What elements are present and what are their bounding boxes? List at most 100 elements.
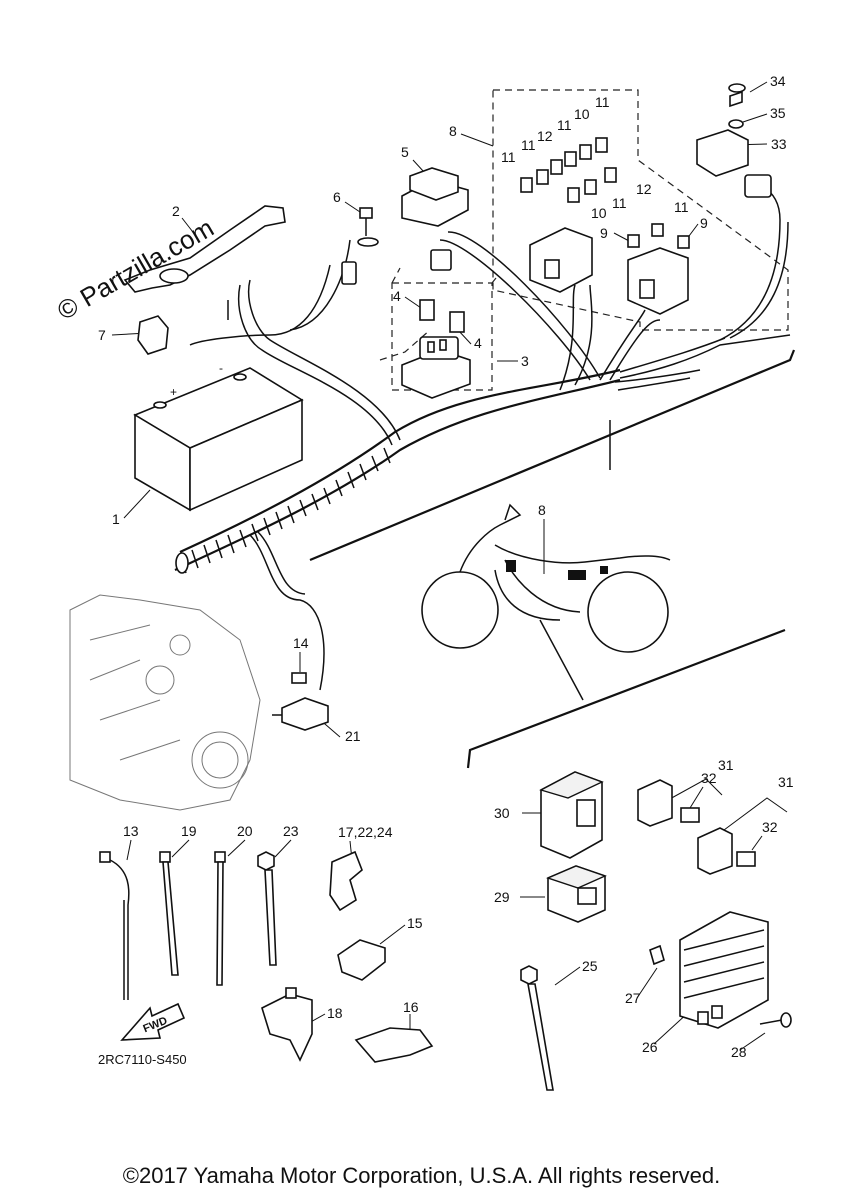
fuse-9b [627, 234, 640, 248]
bolt-6[interactable] [341, 207, 379, 285]
callout-12b[interactable]: 12 [636, 181, 652, 197]
fuse-11c [536, 169, 549, 185]
relay-assembly-outline [391, 267, 497, 391]
fuse-12b [604, 167, 617, 183]
fuse-9a [677, 235, 690, 249]
battery[interactable]: - + [133, 361, 304, 512]
fuse-10b [567, 187, 580, 203]
callout-19[interactable]: 19 [181, 823, 197, 839]
engine-sketch [69, 594, 261, 811]
inset-dividers [309, 349, 796, 769]
forward-arrow: FWD [120, 1002, 186, 1041]
callout-2[interactable]: 2 [172, 203, 180, 219]
callout-10a[interactable]: 10 [574, 106, 590, 122]
callout-32b[interactable]: 32 [762, 819, 778, 835]
battery-strap[interactable] [123, 205, 286, 293]
callout-7[interactable]: 7 [98, 327, 106, 343]
bolt-14[interactable] [291, 672, 307, 684]
fuse-11b [564, 151, 577, 167]
motorcycle-outline [421, 503, 671, 653]
fuse-box[interactable] [529, 227, 689, 315]
callout-11c[interactable]: 11 [521, 137, 536, 153]
callout-1[interactable]: 1 [112, 511, 120, 527]
fuse-4b [449, 311, 465, 333]
sensor-21[interactable] [272, 697, 329, 731]
connector-31b[interactable] [697, 827, 733, 875]
spiral-wrap [175, 447, 391, 574]
bolt-34 [728, 83, 746, 93]
callout-34[interactable]: 34 [770, 73, 786, 89]
callout-35[interactable]: 35 [770, 105, 786, 121]
callout-11f[interactable]: 11 [674, 199, 689, 215]
callout-30[interactable]: 30 [494, 805, 510, 821]
callout-26[interactable]: 26 [642, 1039, 658, 1055]
clamp-16[interactable] [354, 1027, 434, 1063]
unit-30[interactable] [539, 771, 604, 859]
clamp-17-22-24[interactable] [329, 850, 363, 912]
callout-17-22-24[interactable]: 17,22,24 [338, 824, 393, 840]
clamp-15[interactable] [337, 939, 386, 981]
connector-32a[interactable] [680, 807, 700, 823]
fuse-11f [651, 223, 664, 237]
callout-14[interactable]: 14 [293, 635, 309, 651]
callout-11b[interactable]: 11 [557, 117, 572, 133]
regulator-26[interactable] [679, 911, 769, 1029]
fuse-11a [595, 137, 608, 153]
cable-tie-20[interactable] [214, 851, 226, 986]
sensor-33[interactable] [696, 83, 772, 198]
unit-29[interactable] [546, 865, 607, 923]
fuse-11d [520, 177, 533, 193]
callout-18[interactable]: 18 [327, 1005, 343, 1021]
callout-9b[interactable]: 9 [600, 225, 608, 241]
fuses[interactable] [520, 137, 690, 249]
clamp-18[interactable] [261, 987, 313, 1062]
svg-text:-: - [219, 361, 223, 375]
callout-13[interactable]: 13 [123, 823, 139, 839]
callout-31b[interactable]: 31 [778, 774, 794, 790]
callout-10b[interactable]: 10 [591, 205, 607, 221]
drawing-code: 2RC7110-S450 [98, 1052, 187, 1067]
callout-labels: 1 2 3 4 4 5 6 7 8 8 9 9 10 10 11 11 11 1… [98, 73, 794, 1060]
relay-5[interactable] [401, 167, 469, 271]
cable-tie-25[interactable] [520, 965, 554, 1091]
connector-31a[interactable] [637, 779, 673, 827]
fuse-4a [419, 299, 435, 321]
callout-21[interactable]: 21 [345, 728, 361, 744]
callout-12a[interactable]: 12 [537, 128, 553, 144]
callout-20[interactable]: 20 [237, 823, 253, 839]
callout-5[interactable]: 5 [401, 144, 409, 160]
callout-4b[interactable]: 4 [474, 335, 482, 351]
callout-8a[interactable]: 8 [449, 123, 457, 139]
callout-31a[interactable]: 31 [718, 757, 734, 773]
callout-27[interactable]: 27 [625, 990, 641, 1006]
callout-32a[interactable]: 32 [701, 770, 717, 786]
callout-16[interactable]: 16 [403, 999, 419, 1015]
cable-tie-13[interactable] [99, 851, 130, 1000]
callout-33[interactable]: 33 [771, 136, 787, 152]
callout-29[interactable]: 29 [494, 889, 510, 905]
cable-tie-23[interactable] [257, 851, 277, 966]
callout-4a[interactable]: 4 [393, 288, 401, 304]
connector-32b[interactable] [736, 851, 756, 867]
copyright-notice: ©2017 Yamaha Motor Corporation, U.S.A. A… [122, 1163, 721, 1188]
callout-9a[interactable]: 9 [700, 215, 708, 231]
callout-11e[interactable]: 11 [612, 195, 627, 211]
callout-8b[interactable]: 8 [538, 502, 546, 518]
screw-27[interactable] [649, 944, 665, 966]
callout-11d[interactable]: 11 [501, 149, 516, 165]
starter-relay[interactable] [401, 299, 471, 399]
fuse-box-assembly-outline [492, 89, 789, 331]
fuse-12a [550, 159, 563, 175]
callout-6[interactable]: 6 [333, 189, 341, 205]
svg-text:+: + [170, 385, 177, 399]
fuse-10a [579, 144, 592, 160]
callout-23[interactable]: 23 [283, 823, 299, 839]
battery-terminal-cover[interactable] [137, 315, 169, 355]
bolt-28[interactable] [759, 1012, 792, 1028]
callout-15[interactable]: 15 [407, 915, 423, 931]
callout-25[interactable]: 25 [582, 958, 598, 974]
cable-tie-19[interactable] [159, 851, 179, 976]
callout-3[interactable]: 3 [521, 353, 529, 369]
callout-11a[interactable]: 11 [595, 94, 610, 110]
